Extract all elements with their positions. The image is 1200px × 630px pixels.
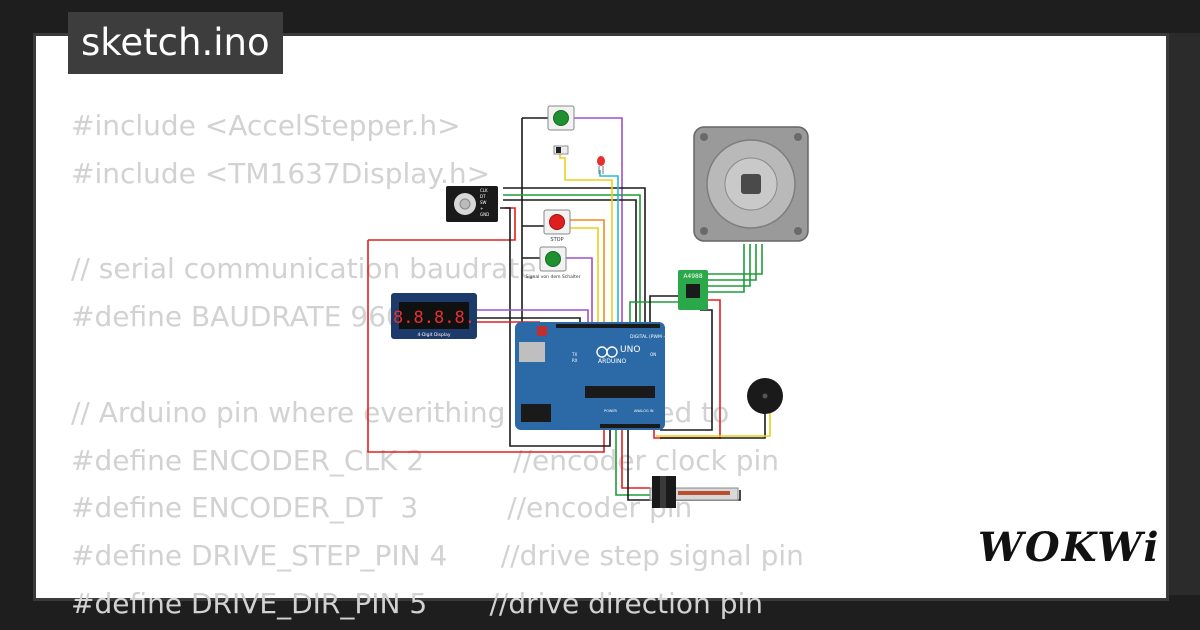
project-card: #include <AccelStepper.h> #include <TM163… (33, 33, 1169, 620)
wire-black-sw (503, 199, 637, 322)
encoder-pin-label: DT (480, 194, 486, 199)
wire-purple-button (574, 117, 623, 322)
stop-button-label: STOP (550, 237, 563, 243)
arduino-power-label: POWER (604, 409, 618, 413)
wire-red-vcc (367, 240, 605, 453)
wire-buzzer-gnd (660, 410, 766, 439)
encoder-pin-label: CLK (480, 188, 488, 193)
code-preview: #include <AccelStepper.h> #include <TM163… (71, 102, 804, 628)
four-digit-display: 8.8.8.8. 4-Digit Display (391, 293, 477, 339)
wire-purple-display (477, 309, 589, 322)
a4988-driver: A4988 (678, 270, 708, 310)
wires (367, 117, 771, 501)
arduino-on: ON (650, 352, 656, 357)
wire-black-gnd (500, 207, 611, 447)
window-edge (1166, 33, 1200, 595)
display-digits: 8.8.8.8. (393, 308, 475, 328)
code-line: #define ENCODER_DT 3 //encoder pin (71, 491, 693, 525)
stop-button[interactable]: STOP (543, 209, 571, 243)
code-line: #include <TM1637Display.h> (71, 156, 491, 190)
arduino-analog-label: ANALOG IN (634, 409, 654, 413)
code-line: #include <AccelStepper.h> (71, 109, 461, 142)
arduino-tx: TX (571, 352, 577, 357)
driver-label: A4988 (683, 273, 703, 280)
wire-orange-stop (570, 219, 605, 322)
wire-green-driver (629, 301, 678, 322)
stepper-motor (693, 126, 809, 242)
wire-yellow-stop (570, 227, 599, 322)
arduino-digital-label: DIGITAL (PWM ~) (630, 334, 669, 340)
wire-motor-3 (708, 244, 757, 281)
arduino-brand: ARDUINO (598, 358, 627, 365)
wire-motor-2 (708, 244, 751, 287)
wire-pot-sig (615, 430, 655, 496)
wokwi-logo: WOKWi (978, 524, 1161, 571)
wire-motor-4 (708, 244, 763, 275)
wire-green-dt (503, 194, 641, 322)
led-red (597, 156, 605, 174)
signal-button[interactable]: Signal von dem Schalter (526, 246, 581, 280)
buzzer (747, 378, 783, 414)
wire-black-clk (503, 187, 646, 322)
sketch-title: sketch.ino (68, 12, 283, 74)
code-line: #define DRIVE_DIR_PIN 5 //drive directio… (71, 586, 764, 620)
pushbutton-green-top[interactable] (547, 105, 575, 131)
wire-buzzer-sig (656, 410, 771, 437)
code-line: #define DRIVE_STEP_PIN 4 //drive step si… (71, 539, 804, 573)
code-line: // serial communication baudrate (71, 252, 537, 286)
wire-motor-1 (708, 244, 745, 293)
wire-cyan-led (599, 170, 619, 322)
rotary-encoder[interactable]: CLK DT SW + GND (446, 186, 498, 222)
wire-yellow-switch (559, 150, 613, 322)
encoder-pin-label: GND (480, 212, 489, 217)
wire-black-driver (649, 295, 678, 322)
wire-black-display (477, 317, 581, 322)
wire-black-driver-gnd (660, 309, 713, 431)
arduino-uno: DIGITAL (PWM ~) UNO ARDUINO TX RX ON POW… (515, 322, 669, 430)
slide-switch[interactable] (553, 145, 569, 155)
arduino-model: UNO (620, 345, 640, 355)
wire-black-left (521, 118, 540, 331)
signal-button-label: Signal von dem Schalter (526, 274, 581, 280)
encoder-pin-label: SW (480, 200, 487, 205)
display-label: 4-Digit Display (417, 332, 450, 338)
slide-potentiometer[interactable] (649, 476, 739, 508)
wire-pot-vcc (621, 430, 650, 489)
wire-purple-signal (566, 257, 593, 322)
encoder-pin-label: + (480, 206, 483, 211)
arduino-rx: RX (572, 358, 578, 363)
code-line: #define ENCODER_CLK 2 //encoder clock pi… (71, 443, 780, 477)
